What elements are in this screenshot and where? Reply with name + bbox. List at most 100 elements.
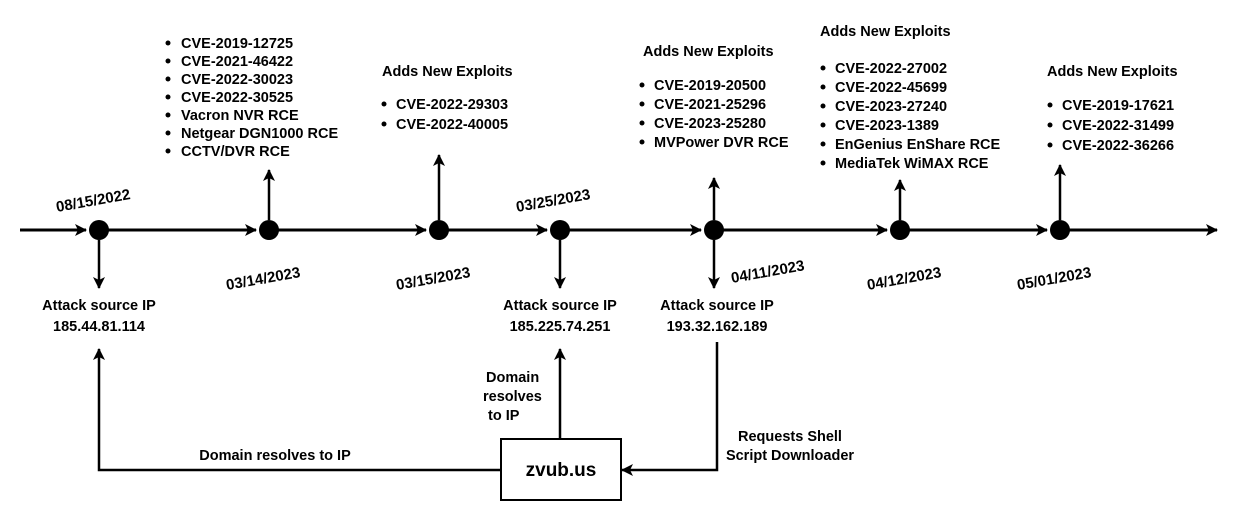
event-dot-e6 xyxy=(890,220,910,240)
list-item: MVPower DVR RCE xyxy=(639,135,789,151)
exploit-label: CVE-2023-27240 xyxy=(835,99,947,115)
event-date-e3: 03/15/2023 xyxy=(395,264,472,294)
domain-connectors xyxy=(93,342,719,476)
attack-source-label: Attack source IP xyxy=(503,298,617,314)
bullet-icon xyxy=(165,148,171,154)
exploit-label: CCTV/DVR RCE xyxy=(181,144,290,160)
list-item: CVE-2021-46422 xyxy=(165,54,293,70)
exploit-list-e7: Adds New Exploits CVE-2019-17621 CVE-202… xyxy=(1047,64,1178,154)
exploit-label: MediaTek WiMAX RCE xyxy=(835,156,989,172)
list-item: Vacron NVR RCE xyxy=(165,108,299,124)
domain-resolves-label-line: to IP xyxy=(488,408,520,424)
event-dot-e2 xyxy=(259,220,279,240)
exploit-label: CVE-2021-25296 xyxy=(654,97,766,113)
exploit-label: CVE-2022-29303 xyxy=(396,97,508,113)
bullet-icon xyxy=(381,101,387,107)
list-item: CVE-2022-45699 xyxy=(820,80,947,96)
event-date-e1: 08/15/2022 xyxy=(55,186,132,216)
bullet-icon xyxy=(165,94,171,100)
exploit-label: CVE-2022-27002 xyxy=(835,61,947,77)
exploit-label: EnGenius EnShare RCE xyxy=(835,137,1001,153)
domain-resolves-label-line: resolves xyxy=(483,389,542,405)
exploit-list-e2: CVE-2019-12725 CVE-2021-46422 CVE-2022-3… xyxy=(165,36,338,160)
exploit-label: CVE-2023-1389 xyxy=(835,118,939,134)
connector-ip-3-to-domain xyxy=(621,342,719,476)
list-item: CVE-2022-40005 xyxy=(381,117,508,133)
list-item: CVE-2019-17621 xyxy=(1047,98,1174,114)
bullet-icon xyxy=(165,76,171,82)
bullet-icon xyxy=(1047,142,1053,148)
domain-name: zvub.us xyxy=(526,460,597,481)
attack-source-3: Attack source IP 193.32.162.189 xyxy=(660,298,774,335)
bullet-icon xyxy=(820,141,826,147)
event-dot-e5 xyxy=(704,220,724,240)
connector-domain-to-ip-1 xyxy=(93,348,501,472)
list-item: Netgear DGN1000 RCE xyxy=(165,126,338,142)
list-item: CVE-2023-27240 xyxy=(820,99,947,115)
exploit-label: CVE-2022-45699 xyxy=(835,80,947,96)
domain-box-rect xyxy=(500,438,622,501)
list-item: CCTV/DVR RCE xyxy=(165,144,290,160)
event-dots xyxy=(89,220,1070,240)
domain-resolves-label-long: Domain resolves to IP xyxy=(199,448,351,464)
list-heading: Adds New Exploits xyxy=(643,44,774,60)
event-date-e2: 03/14/2023 xyxy=(225,264,302,294)
bullet-icon xyxy=(1047,102,1053,108)
attack-source-2: Attack source IP 185.225.74.251 xyxy=(503,298,617,335)
list-item: MediaTek WiMAX RCE xyxy=(820,156,989,172)
bullet-icon xyxy=(165,58,171,64)
exploit-label: CVE-2021-46422 xyxy=(181,54,293,70)
event-dot-e1 xyxy=(89,220,109,240)
list-item: CVE-2022-30023 xyxy=(165,72,293,88)
list-item: CVE-2023-25280 xyxy=(639,116,766,132)
requests-label-line: Requests Shell xyxy=(738,429,842,445)
list-item: CVE-2019-12725 xyxy=(165,36,293,52)
exploit-label: CVE-2019-12725 xyxy=(181,36,293,52)
exploit-label: CVE-2019-17621 xyxy=(1062,98,1174,114)
bullet-icon xyxy=(639,120,645,126)
exploit-list-e5: Adds New Exploits CVE-2019-20500 CVE-202… xyxy=(639,44,789,151)
bullet-icon xyxy=(820,103,826,109)
requests-label-line: Script Downloader xyxy=(726,448,854,464)
exploit-list-e6: Adds New Exploits CVE-2022-27002 CVE-202… xyxy=(820,24,1001,172)
list-item: CVE-2019-20500 xyxy=(639,78,766,94)
event-dates: 08/15/2022 03/14/2023 03/15/2023 03/25/2… xyxy=(55,186,1093,294)
bullet-icon xyxy=(639,101,645,107)
exploit-label: CVE-2022-40005 xyxy=(396,117,508,133)
list-item: CVE-2022-27002 xyxy=(820,61,947,77)
event-date-e4: 03/25/2023 xyxy=(515,186,592,216)
list-item: CVE-2023-1389 xyxy=(820,118,939,134)
attack-source-ip: 193.32.162.189 xyxy=(667,319,768,335)
attack-source-label: Attack source IP xyxy=(42,298,156,314)
list-item: CVE-2022-31499 xyxy=(1047,118,1174,134)
event-date-e5: 04/11/2023 xyxy=(730,257,806,287)
event-dot-e7 xyxy=(1050,220,1070,240)
attack-source-1: Attack source IP 185.44.81.114 xyxy=(42,298,156,335)
bullet-icon xyxy=(165,130,171,136)
exploit-label: Netgear DGN1000 RCE xyxy=(181,126,338,142)
exploit-label: Vacron NVR RCE xyxy=(181,108,299,124)
attack-source-label: Attack source IP xyxy=(660,298,774,314)
bullet-icon xyxy=(165,40,171,46)
exploit-label: CVE-2023-25280 xyxy=(654,116,766,132)
bullet-icon xyxy=(820,84,826,90)
bullet-icon xyxy=(639,82,645,88)
exploit-label: CVE-2022-31499 xyxy=(1062,118,1174,134)
event-dot-e4 xyxy=(550,220,570,240)
attack-source-ip: 185.225.74.251 xyxy=(510,319,611,335)
list-item: EnGenius EnShare RCE xyxy=(820,137,1001,153)
domain-resolves-label-line: Domain xyxy=(486,370,539,386)
list-heading: Adds New Exploits xyxy=(382,64,513,80)
attack-source-ip: 185.44.81.114 xyxy=(53,319,145,335)
list-heading: Adds New Exploits xyxy=(820,24,951,40)
list-item: CVE-2022-30525 xyxy=(165,90,293,106)
exploit-label: CVE-2022-30023 xyxy=(181,72,293,88)
exploit-label: MVPower DVR RCE xyxy=(654,135,789,151)
bullet-icon xyxy=(381,121,387,127)
bullet-icon xyxy=(1047,122,1053,128)
exploit-label: CVE-2022-36266 xyxy=(1062,138,1174,154)
list-item: CVE-2022-29303 xyxy=(381,97,508,113)
list-item: CVE-2022-36266 xyxy=(1047,138,1174,154)
event-date-e7: 05/01/2023 xyxy=(1016,264,1093,294)
